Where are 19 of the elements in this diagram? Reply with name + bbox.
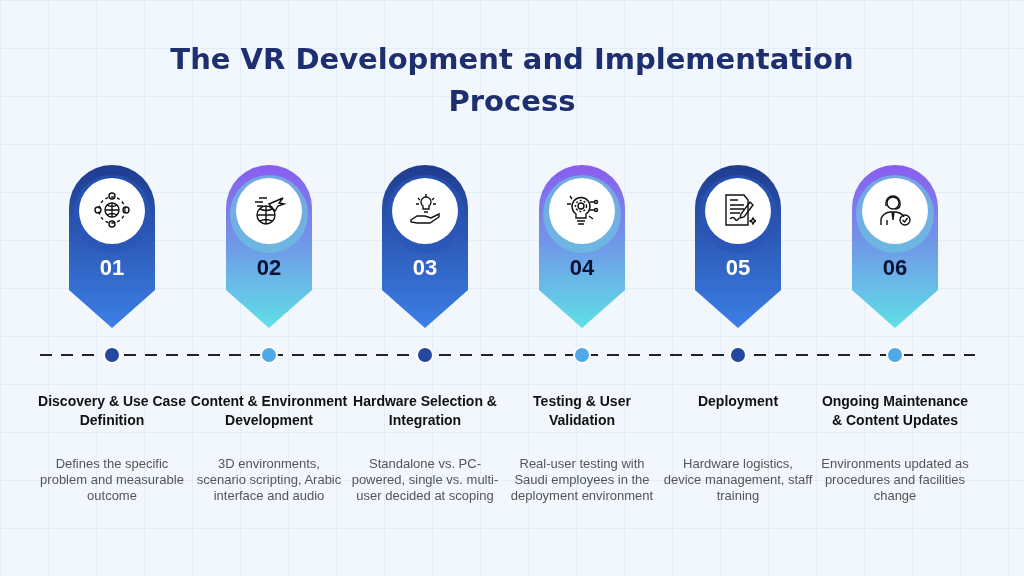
step-heading: Deployment <box>696 392 780 411</box>
step-number: 03 <box>411 255 439 281</box>
step-description: Standalone vs. PC-powered, single vs. multi-user decided at scoping <box>350 456 500 504</box>
step-number: 01 <box>98 255 126 281</box>
step-heading: Discovery & Use Case Definition <box>37 392 187 430</box>
step-heading: Testing & User Validation <box>532 392 632 430</box>
step-heading: Content & Environment Development <box>189 392 349 430</box>
step-number: 02 <box>255 255 283 281</box>
step-heading: Hardware Selection & Integration <box>352 392 498 430</box>
step-description: Environments updated as procedures and facilities change <box>820 456 970 504</box>
step-heading: Ongoing Maintenance & Content Updates <box>820 392 970 430</box>
step-description: 3D environments, scenario scripting, Arabic interface and audio <box>195 456 343 504</box>
step-number: 04 <box>568 255 596 281</box>
title: The VR Development and Implementation Process <box>169 41 855 120</box>
step-description: Hardware logistics, device management, staff training <box>663 456 813 504</box>
step-description: Real-user testing with Saudi employees in the deployment environment <box>509 456 655 504</box>
step-number: 05 <box>724 255 752 281</box>
step-description: Defines the specific problem and measurable outcome <box>39 456 185 504</box>
step-number: 06 <box>881 255 909 281</box>
